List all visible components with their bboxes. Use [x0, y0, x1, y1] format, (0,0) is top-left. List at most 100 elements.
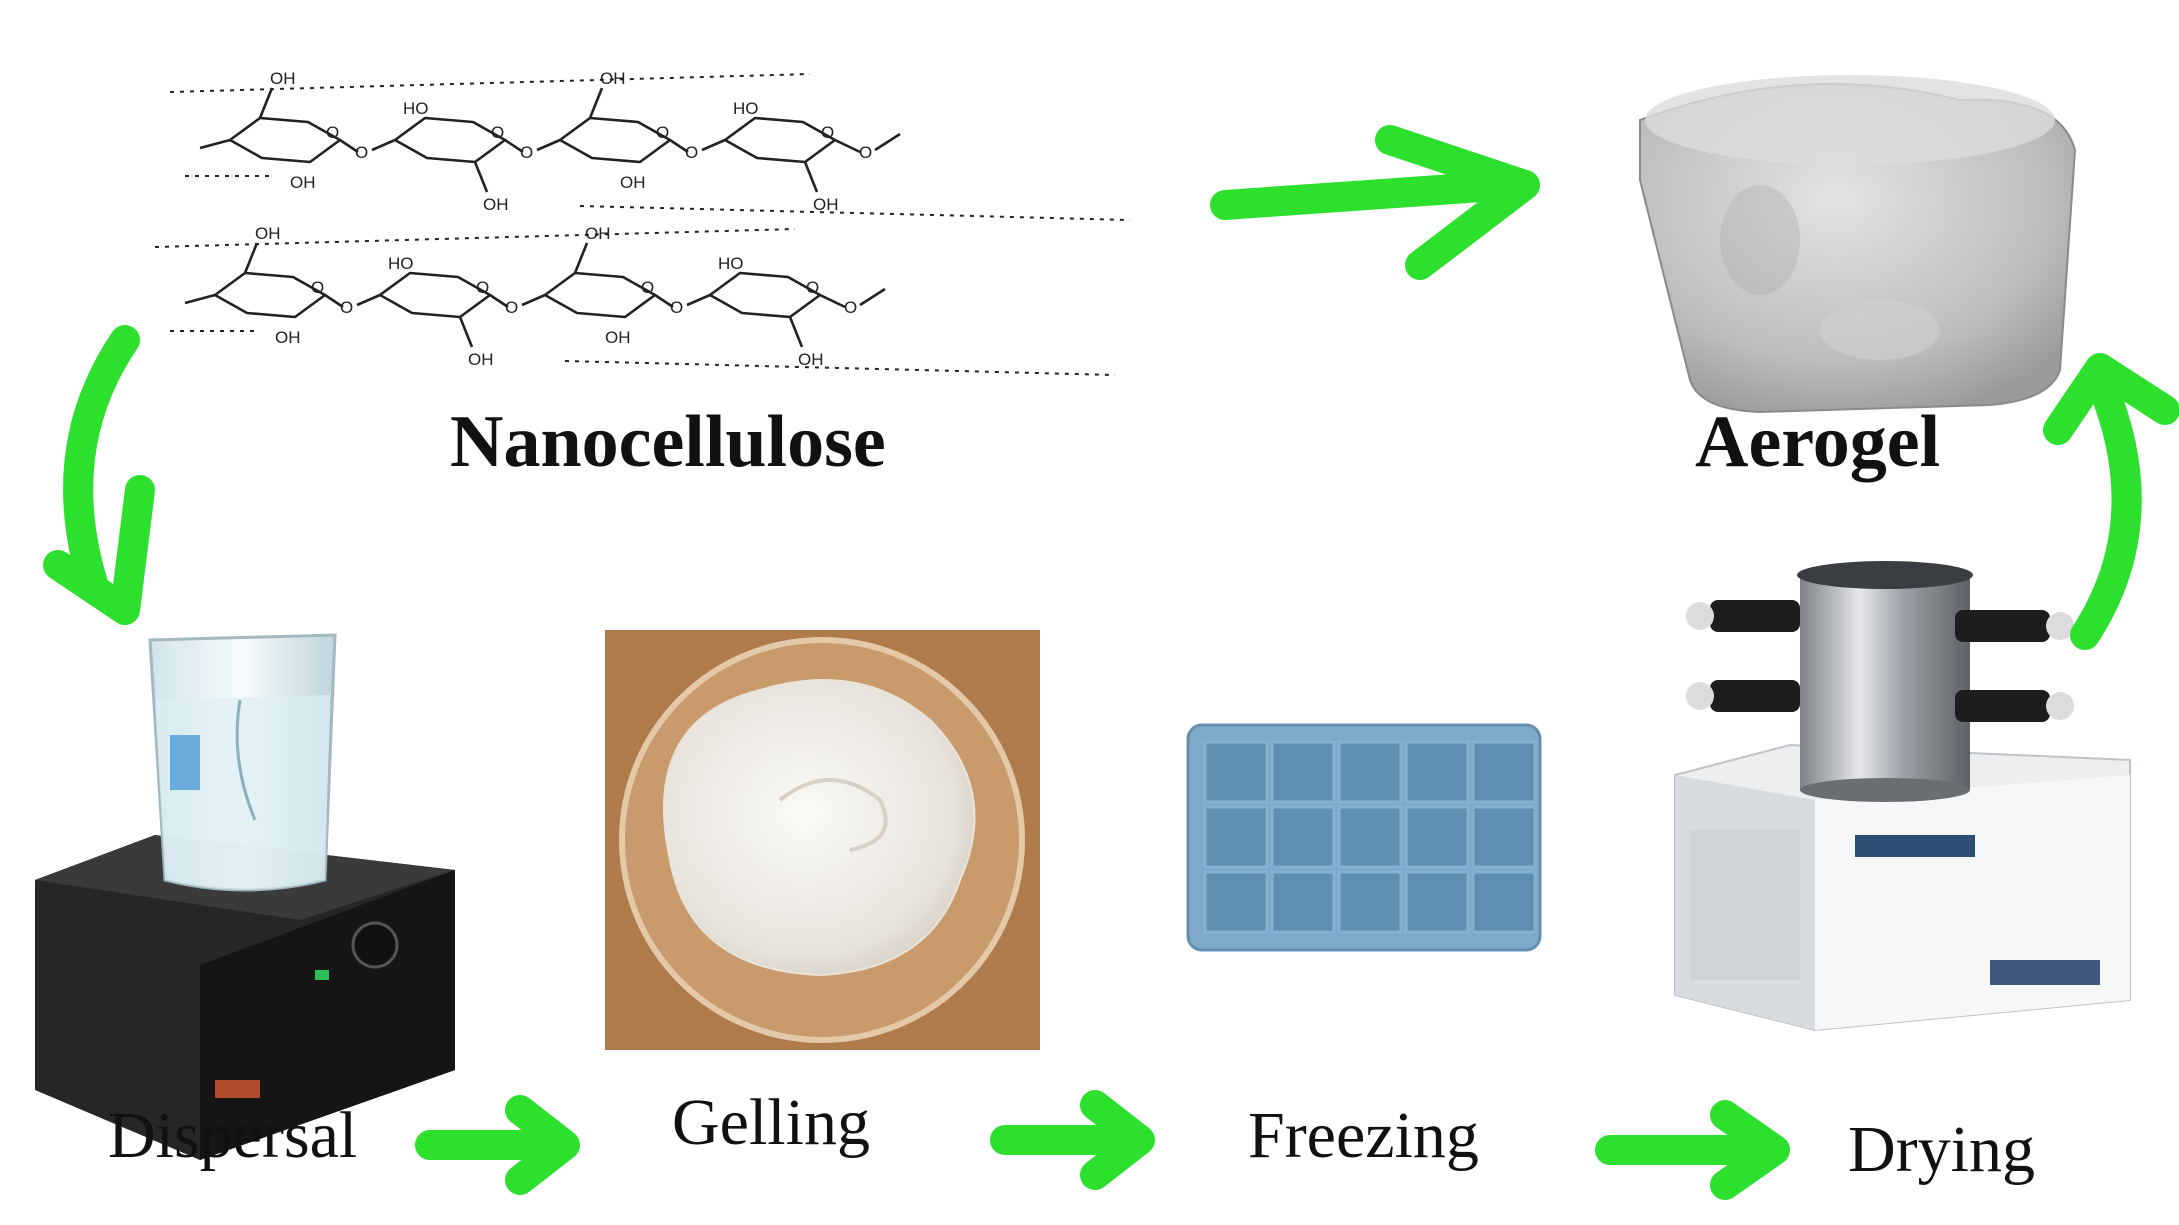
hydroxyl-label: OH: [468, 350, 494, 369]
hydroxyl-label: OH: [600, 69, 626, 88]
freezing-label: Freezing: [1248, 1099, 1479, 1172]
arrow-to-aerogel-head: [1375, 125, 1540, 280]
hydroxyl-label: OH: [813, 195, 839, 214]
chem-bond: [473, 161, 489, 193]
ice-tray-cell: [1404, 740, 1470, 804]
ice-tray-cell: [1337, 740, 1403, 804]
chem-bond: [669, 138, 689, 154]
chem-bond: [788, 316, 804, 348]
arrow-gelling-to-freezing-head: [1080, 1090, 1155, 1190]
nanocellulose-structure: OOHOHOOHOOHOOOHOHOOHOOHOOOHOHOOHOOHOOOHO…: [154, 69, 1131, 376]
hydrogen-bond: [169, 73, 811, 93]
chem-bond: [521, 293, 546, 307]
glucose-ring: [213, 271, 327, 319]
hydrogen-bond: [154, 228, 796, 248]
hydroxyl-label: OH: [585, 224, 611, 243]
glycosidic-oxygen-label: O: [505, 298, 518, 317]
aerogel-image: [1639, 75, 2077, 414]
ring-oxygen-label: O: [641, 278, 654, 297]
hydroxyl-label: OH: [270, 69, 296, 88]
hydroxyl-label: OH: [620, 173, 646, 192]
ice-tray-cell: [1203, 740, 1269, 804]
glucose-ring: [723, 116, 837, 164]
magnetic-stirrer-image: [35, 633, 455, 1160]
gelling-label: Gelling: [672, 1086, 870, 1159]
ice-tray-cell: [1270, 870, 1336, 934]
aerogel-label: Aerogel: [1695, 401, 1941, 483]
chem-bond: [504, 138, 524, 154]
hydroxyl-label: OH: [483, 195, 509, 214]
ice-tray-cell: [1337, 870, 1403, 934]
arrow-dispersal-to-gelling-head: [505, 1095, 580, 1195]
terminal-oxygen-label: O: [859, 143, 872, 162]
arrow-to-aerogel: [1210, 170, 1525, 220]
ice-tray-cell: [1404, 870, 1470, 934]
ice-tray-cell: [1404, 805, 1470, 869]
chem-bond: [356, 293, 381, 307]
glucose-ring: [543, 271, 657, 319]
glycosidic-oxygen-label: O: [520, 143, 533, 162]
chem-bond: [588, 87, 604, 119]
glucose-ring: [558, 116, 672, 164]
hydrogen-bond: [564, 360, 1116, 376]
chem-bond: [819, 293, 846, 309]
hydroxyl-label: OH: [798, 350, 824, 369]
ice-tray-cell: [1337, 805, 1403, 869]
arrow-to-aerogel-curve: [2070, 365, 2142, 650]
hydroxyl-label: HO: [718, 254, 744, 273]
glucose-ring: [378, 271, 492, 319]
glucose-ring: [393, 116, 507, 164]
dispersal-label: Dispersal: [108, 1099, 358, 1172]
hydroxyl-label: OH: [275, 328, 301, 347]
chem-bond: [258, 87, 274, 119]
hydroxyl-label: OH: [255, 224, 281, 243]
glycosidic-oxygen-label: O: [670, 298, 683, 317]
hydroxyl-label: HO: [388, 254, 414, 273]
ring-oxygen-label: O: [821, 123, 834, 142]
hydrogen-bond: [579, 205, 1131, 221]
chem-bond: [489, 293, 509, 309]
glucose-ring: [708, 271, 822, 319]
chem-bond: [243, 242, 259, 274]
hydroxyl-label: HO: [403, 99, 429, 118]
chem-bond: [324, 293, 344, 309]
ice-tray-cell: [1471, 805, 1537, 869]
hydroxyl-label: HO: [733, 99, 759, 118]
chem-bond: [874, 132, 901, 152]
arrow-to-dispersal: [63, 325, 140, 605]
nanocellulose-label: Nanocellulose: [450, 401, 886, 483]
glycosidic-oxygen-label: O: [355, 143, 368, 162]
ice-tray-cell: [1471, 740, 1537, 804]
ice-tray-cell: [1270, 805, 1336, 869]
ring-oxygen-label: O: [491, 123, 504, 142]
ice-tray-cell: [1270, 740, 1336, 804]
arrow-to-dispersal-head: [43, 475, 155, 625]
ring-oxygen-label: O: [476, 278, 489, 297]
ice-tray-cell: [1471, 870, 1537, 934]
chem-bond: [371, 138, 396, 152]
glycosidic-oxygen-label: O: [685, 143, 698, 162]
chem-bond: [458, 316, 474, 348]
chem-bond: [184, 293, 216, 305]
chem-bond: [803, 161, 819, 193]
chem-bond: [701, 138, 726, 152]
hydroxyl-label: OH: [605, 328, 631, 347]
ice-tray-image: [1186, 723, 1542, 952]
chem-bond: [536, 138, 561, 152]
flow-arrows: [43, 125, 2179, 1200]
chem-bond: [654, 293, 674, 309]
arrow-freezing-to-drying-head: [1710, 1100, 1790, 1200]
ring-oxygen-label: O: [806, 278, 819, 297]
drying-label: Drying: [1848, 1113, 2035, 1186]
chem-bond: [686, 293, 711, 307]
hydroxyl-label: OH: [290, 173, 316, 192]
chem-bond: [859, 287, 886, 307]
chem-bond: [339, 138, 359, 154]
freeze-dryer-image: [1674, 561, 2131, 1032]
ring-oxygen-label: O: [656, 123, 669, 142]
chem-bond: [834, 138, 861, 154]
ice-tray-cell: [1203, 805, 1269, 869]
glycosidic-oxygen-label: O: [340, 298, 353, 317]
